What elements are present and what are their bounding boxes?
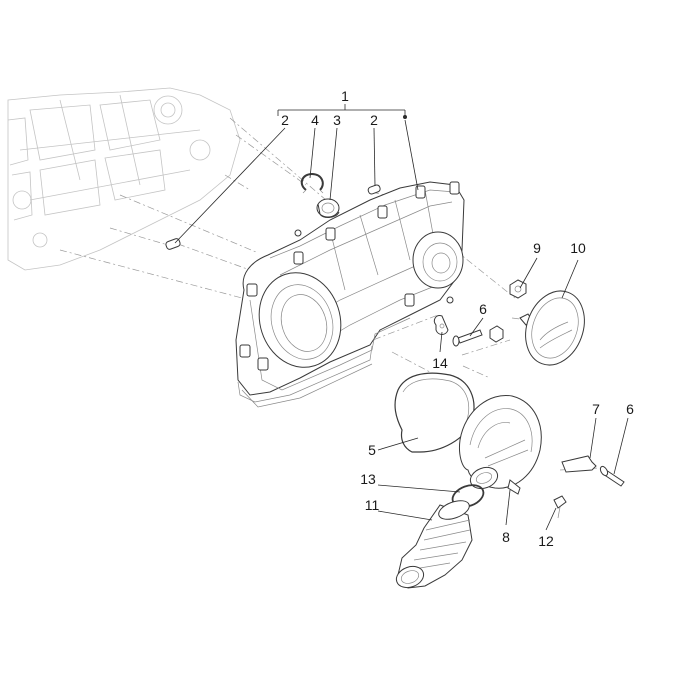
callout-11: 11: [365, 497, 380, 513]
clip-part-14: [433, 315, 449, 335]
leader-dot: [403, 115, 407, 119]
callout-8: 8: [502, 529, 510, 545]
nut-part-9: [509, 279, 527, 299]
callout-4: 4: [311, 112, 319, 128]
callout-labels: 1 2 4 3 2 9 10 6 14 5 7 6 13 11 8 12: [281, 88, 634, 549]
callout-5: 5: [368, 442, 376, 458]
logo-cap-part-10: [525, 290, 585, 366]
bolt-part-6-upper: [452, 329, 483, 347]
callout-13: 13: [360, 471, 376, 487]
dowel-pin-upper: [367, 184, 381, 195]
callout-6-lower: 6: [626, 401, 634, 417]
callout-7: 7: [592, 401, 600, 417]
bolt-part-6-lower: [599, 465, 625, 487]
callout-14: 14: [432, 355, 448, 371]
intake-cover-part-8: [459, 394, 542, 495]
intake-duct-part-11: [395, 500, 473, 589]
callout-3: 3: [333, 112, 341, 128]
leader-lines: [174, 104, 629, 531]
bracket-part-7: [561, 455, 597, 473]
circlip-part-4: [300, 172, 324, 194]
assembly-guide-lines: [59, 117, 601, 489]
gasket-part-5: [394, 372, 475, 453]
transmission-cover: [235, 181, 465, 408]
callout-12: 12: [538, 533, 554, 549]
screw-part-12: [553, 495, 567, 519]
callout-2-left: 2: [281, 112, 289, 128]
bearing-part-3: [316, 198, 340, 218]
nut-small: [489, 325, 504, 343]
callout-2-right: 2: [370, 112, 378, 128]
engine-crankcase-ghost: [7, 87, 241, 271]
callout-6-upper: 6: [479, 301, 487, 317]
callout-10: 10: [570, 240, 586, 256]
callout-9: 9: [533, 240, 541, 256]
callout-1: 1: [341, 88, 349, 104]
